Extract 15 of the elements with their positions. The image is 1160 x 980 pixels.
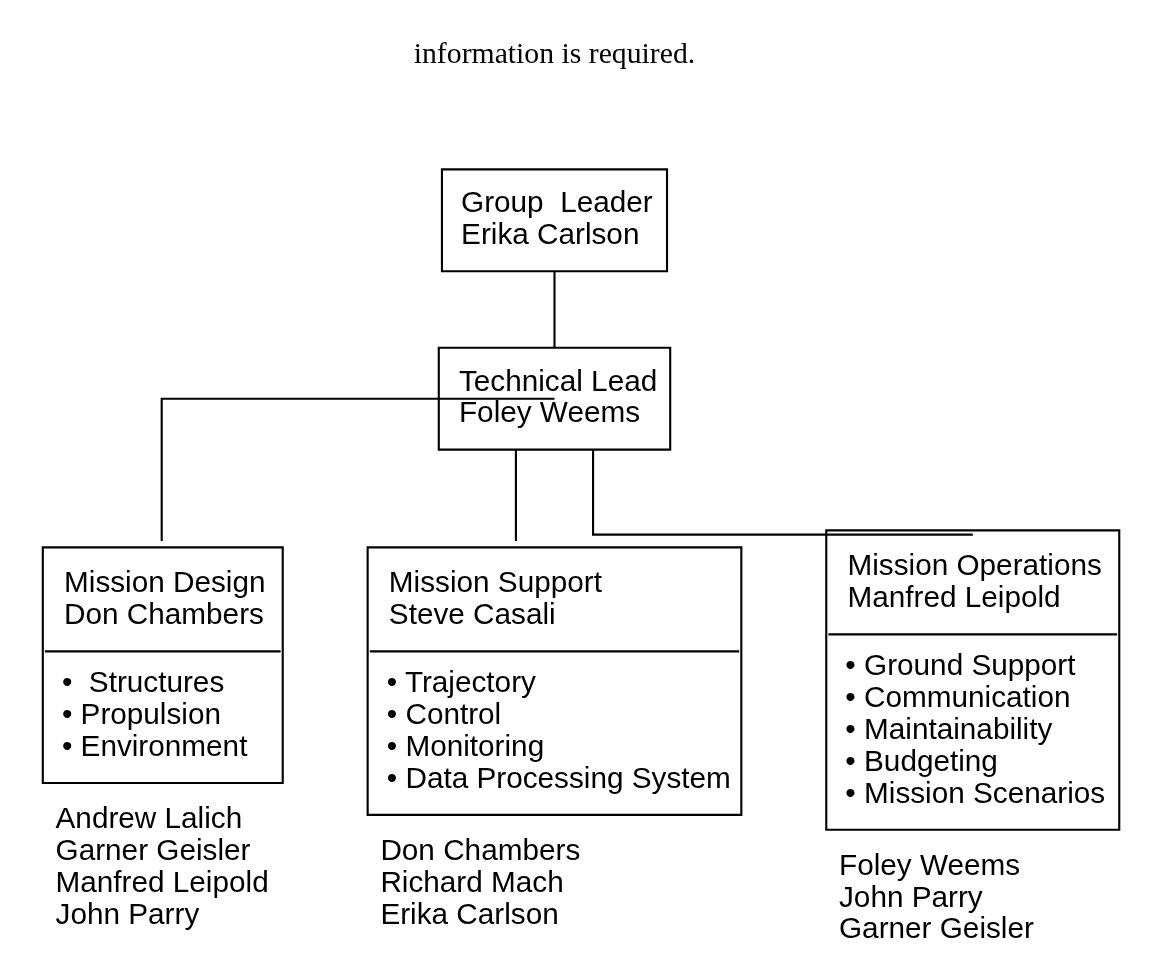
node-label: Richard Mach — [379, 864, 564, 898]
label: information is required. — [413, 36, 695, 69]
connector — [160, 397, 554, 541]
connector — [552, 271, 556, 348]
node-label: Andrew Lalich — [55, 801, 242, 835]
node-label: Garner Geisler — [55, 832, 250, 866]
node-label: Erika Carlson — [379, 896, 559, 930]
connector — [591, 449, 973, 536]
node-box: Group Leader Erika Carlson — [440, 168, 668, 273]
node-label: Foley Weems — [838, 847, 1020, 881]
node-label: John Parry — [55, 896, 199, 930]
connector — [514, 449, 517, 541]
node-label: Don Chambers — [379, 832, 580, 866]
node-box: Technical Lead Foley Weems — [437, 346, 671, 451]
node-label: Manfred Leipold — [55, 864, 269, 898]
